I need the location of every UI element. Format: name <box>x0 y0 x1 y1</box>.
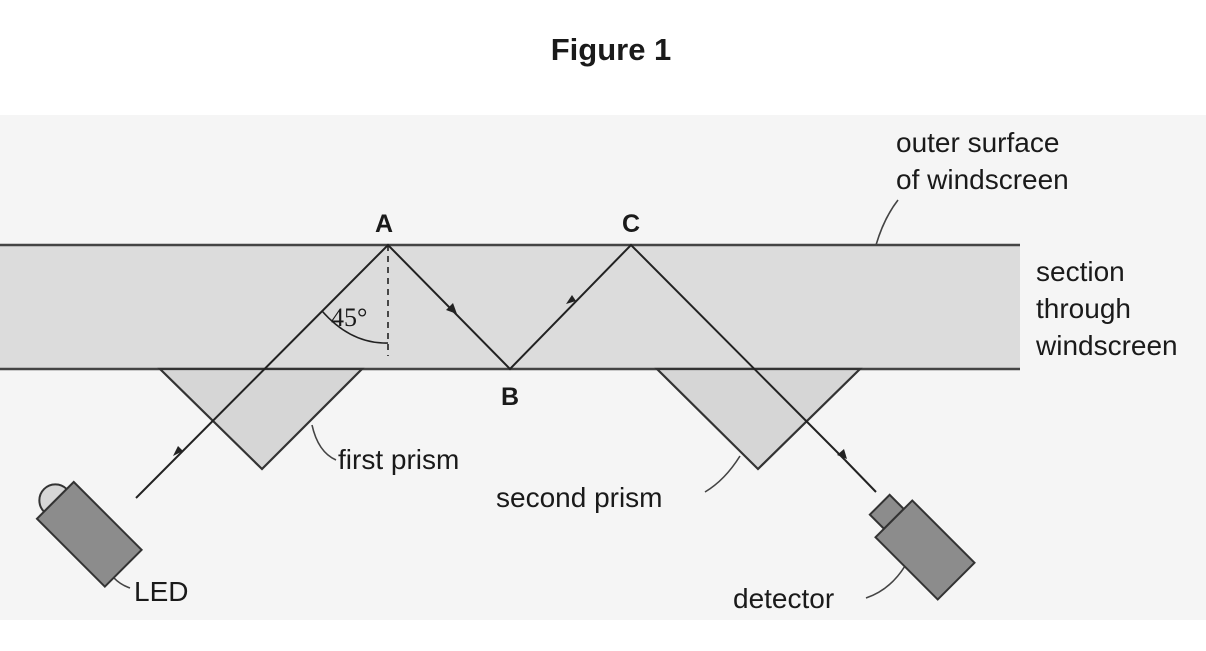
first-prism <box>157 367 365 471</box>
windscreen-section <box>0 245 1020 369</box>
light-ray-path <box>135 243 846 499</box>
section-label-line3: windscreen <box>1035 330 1178 361</box>
angle-arc <box>321 310 389 344</box>
arrowhead-a-to-b <box>446 303 457 314</box>
detector-body <box>874 499 976 601</box>
point-c-label: C <box>622 210 640 238</box>
angle-label: 45° <box>331 303 367 332</box>
led-body <box>35 480 144 589</box>
first-prism-leader <box>311 424 337 461</box>
light-ray-to-detector <box>844 459 877 493</box>
second-prism <box>654 367 863 471</box>
led-label: LED <box>134 576 188 607</box>
second-prism-label: second prism <box>496 482 663 513</box>
second-prism-leader <box>704 455 741 493</box>
outer-surface-leader <box>875 199 899 246</box>
section-label-line2: through <box>1036 293 1131 324</box>
point-b-label: B <box>501 383 519 411</box>
detector-label: detector <box>733 583 834 614</box>
detector-leader <box>865 565 906 599</box>
outer-surface-label-line1: outer surface <box>896 127 1059 158</box>
figure-title: Figure 1 <box>551 32 672 67</box>
arrowhead-detector <box>837 449 847 459</box>
arrowhead-b-to-c <box>566 295 576 304</box>
led-device <box>35 480 144 589</box>
point-a-label: A <box>375 210 393 238</box>
led-dome <box>38 483 69 514</box>
arrowhead-led <box>173 446 183 456</box>
section-label-line1: section <box>1036 256 1125 287</box>
outer-surface-label-line2: of windscreen <box>896 164 1069 195</box>
first-prism-label: first prism <box>338 444 459 475</box>
detector-device <box>868 493 976 601</box>
